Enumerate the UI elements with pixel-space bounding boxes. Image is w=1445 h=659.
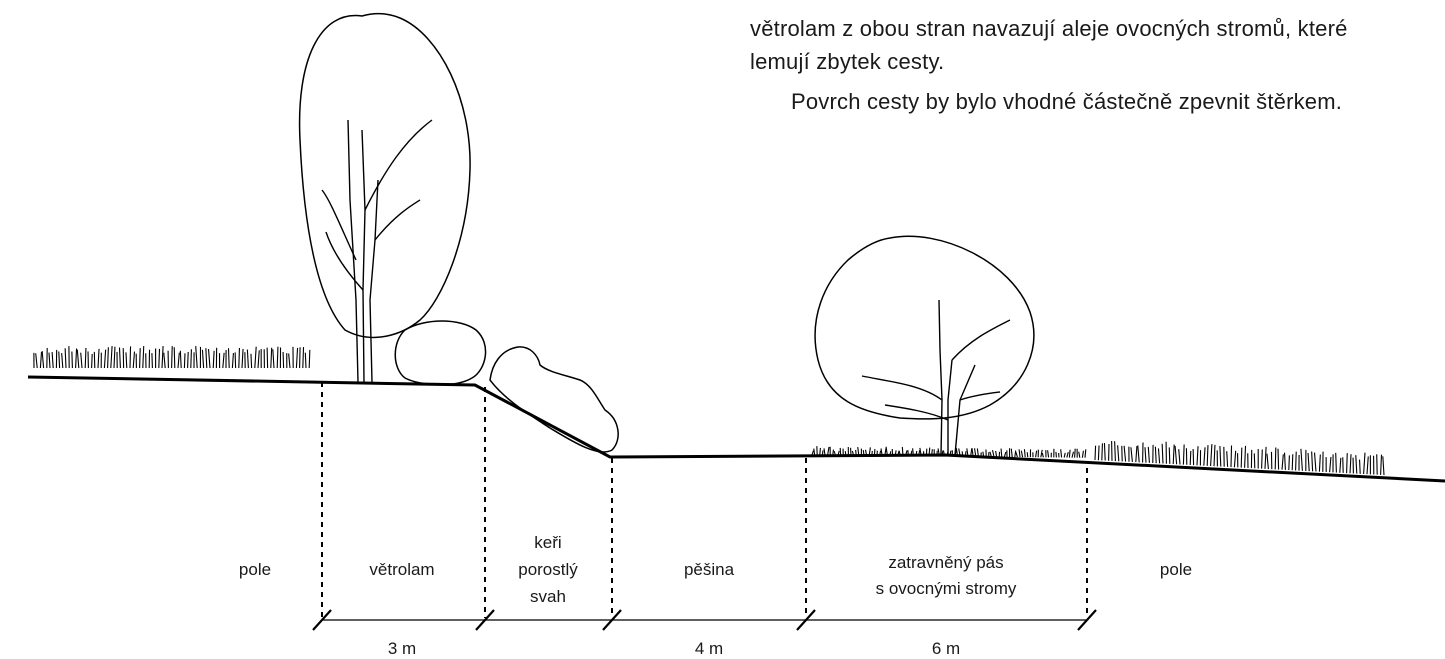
zone-label-svah-1: keři xyxy=(534,533,561,552)
tall-tree-icon xyxy=(298,12,471,383)
dimension-tick xyxy=(475,609,495,631)
dimension-label-vetrolam: 3 m xyxy=(388,639,416,658)
ground-profile xyxy=(27,375,1445,483)
zone-label-svah-2: porostlý xyxy=(518,560,578,579)
shrub-icon xyxy=(394,320,487,386)
zone-label-pas-2: s ovocnými stromy xyxy=(876,579,1017,598)
dimension-label-pas: 6 m xyxy=(932,639,960,658)
grass-left-icon xyxy=(33,346,311,369)
paragraph-line-3: Povrch cesty by bylo vhodné částečně zpe… xyxy=(791,89,1342,114)
zone-label-pas-1: zatravněný pás xyxy=(888,553,1003,572)
dimension-tick xyxy=(602,609,622,631)
grass-right-icon xyxy=(1094,441,1385,476)
zone-label-pole-left: pole xyxy=(239,560,271,579)
dimension-tick xyxy=(312,609,332,631)
shrub-icon xyxy=(489,346,619,453)
zone-label-pole-right: pole xyxy=(1160,560,1192,579)
dimension-label-pesina: 4 m xyxy=(695,639,723,658)
fruit-tree-icon xyxy=(814,235,1035,456)
paragraph-line-1: větrolam z obou stran navazují aleje ovo… xyxy=(750,16,1348,41)
dimension-tick xyxy=(1077,609,1097,631)
paragraph-line-2: lemují zbytek cesty. xyxy=(750,49,944,74)
zone-label-pesina: pěšina xyxy=(684,560,735,579)
zone-label-vetrolam: větrolam xyxy=(369,560,434,579)
zone-label-svah-3: svah xyxy=(530,587,566,606)
dimension-tick xyxy=(796,609,816,631)
